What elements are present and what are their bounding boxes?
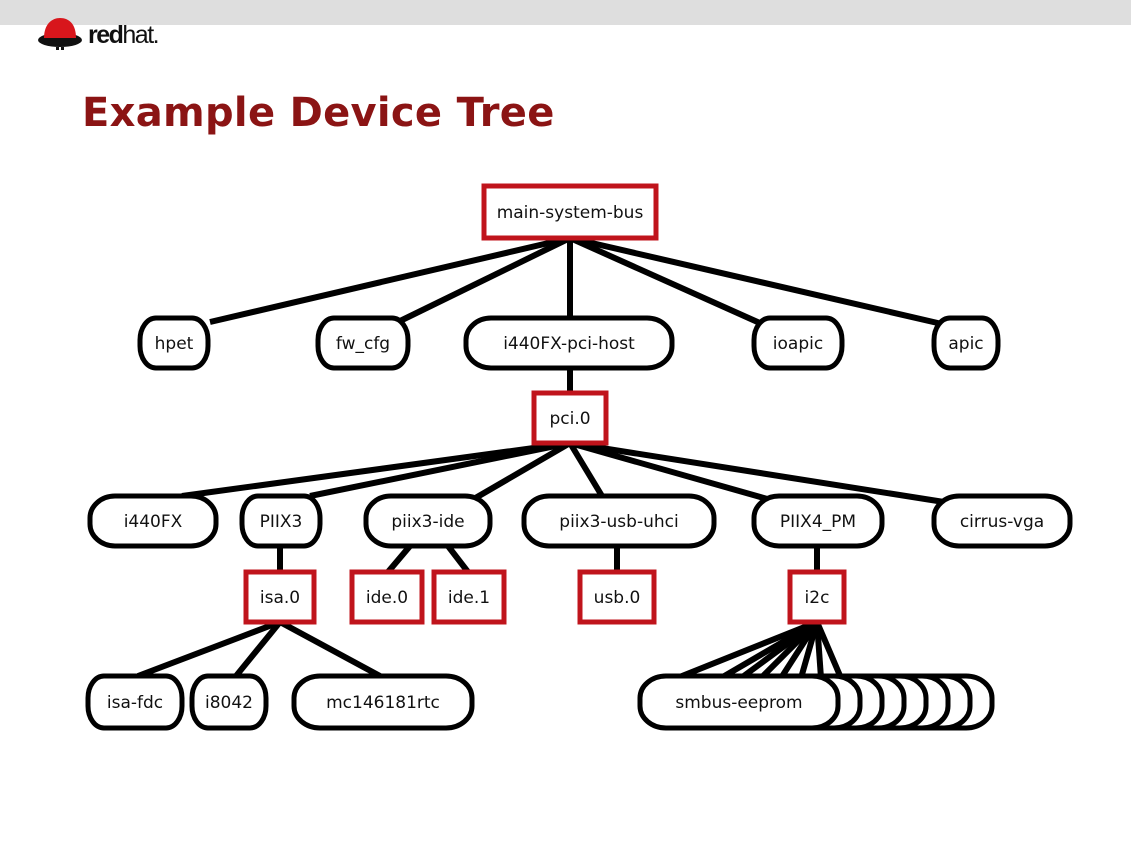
node-label: fw_cfg [336, 334, 390, 354]
edge-pci-0-to-PIIX4-PM [569, 440, 779, 505]
node-isa-0: isa.0 [243, 569, 317, 625]
node-i440fx-pci-host: i440FX-pci-host [463, 315, 675, 371]
node-label: mc146181rtc [326, 693, 440, 713]
node-usb-0: usb.0 [577, 569, 657, 625]
edge-pci-0-to-i440FX [181, 440, 571, 499]
logo-wordmark-regular: hat. [122, 20, 159, 49]
device-pill [931, 315, 1001, 371]
bus-box [431, 569, 507, 625]
edge-main-system-bus-to-fw-cfg [396, 235, 572, 325]
node-fw-cfg: fw_cfg [315, 315, 411, 371]
edge-i2c-to-smbus-eeprom-7 [814, 621, 824, 679]
bus-box [481, 183, 659, 241]
device-pill [87, 493, 219, 549]
node-label: piix3-ide [391, 512, 464, 532]
edge-pci-0-to-piix3-ide [470, 440, 572, 503]
node-isa-fdc: isa-fdc [85, 673, 185, 731]
node-label: i440FX [124, 512, 183, 532]
node-label: ide.0 [366, 588, 408, 608]
device-pill [85, 673, 185, 731]
logo-wordmark: redhat. [88, 20, 160, 50]
node-hpet: hpet [137, 315, 211, 371]
nodes: main-system-bus hpet fw_cfg i440FX-pci-host… [85, 183, 1073, 731]
node-label: isa.0 [260, 588, 300, 608]
device-pill [239, 493, 323, 549]
node-main-system-bus: main-system-bus [481, 183, 659, 241]
node-label: ioapic [773, 334, 823, 354]
node-label: piix3-usb-uhci [559, 512, 678, 532]
node-ide-1: ide.1 [431, 569, 507, 625]
device-pill [751, 493, 885, 549]
node-i2c: i2c [787, 569, 847, 625]
device-pill [637, 673, 841, 731]
top-bar [0, 0, 1131, 25]
node-label: usb.0 [594, 588, 641, 608]
bus-box [531, 390, 609, 446]
edge-i2c-to-smbus-eeprom-1 [675, 619, 819, 681]
edge-main-system-bus-to-apic [569, 235, 943, 327]
slide-title: Example Device Tree [82, 90, 555, 136]
bus-box [577, 569, 657, 625]
redhat-logo: redhat. [36, 14, 160, 54]
node-label: i8042 [205, 693, 253, 713]
edge-isa-0-to-i8042 [233, 620, 283, 678]
node-piix3-ide: piix3-ide [363, 493, 493, 549]
bus-box [243, 569, 317, 625]
edges [136, 235, 945, 681]
edge-pci-0-to-piix3-usb-uhci [567, 441, 605, 498]
node-label: i2c [805, 588, 830, 608]
bus-box [787, 569, 847, 625]
node-label: pci.0 [549, 409, 590, 429]
node-piix4-pm: PIIX4_PM [751, 493, 885, 549]
node-smbus-eeprom: smbus-eeprom [637, 673, 841, 731]
node-label: hpet [155, 334, 194, 354]
node-cirrus-vga: cirrus-vga [931, 493, 1073, 549]
edge-pci-0-to-PIIX3 [309, 440, 571, 499]
node-label: cirrus-vga [960, 512, 1044, 532]
edge-main-system-bus-to-ioapic [568, 235, 764, 327]
edge-i2c-to-smbus-eeprom-6 [798, 621, 820, 679]
node-piix3: PIIX3 [239, 493, 323, 549]
node-ide-0: ide.0 [349, 569, 425, 625]
node-label: PIIX4_PM [780, 512, 856, 532]
node-ioapic: ioapic [751, 315, 845, 371]
device-pill [137, 315, 211, 371]
node-label: i440FX-pci-host [503, 334, 635, 354]
edge-i2c-to-smbus-eeprom-5 [778, 620, 820, 680]
device-pill [189, 673, 269, 731]
device-pill [521, 493, 717, 549]
node-pci-0: pci.0 [531, 390, 609, 446]
edge-piix3-ide-to-ide-1 [445, 544, 471, 574]
node-label: smbus-eeprom [675, 693, 802, 713]
shadowman-hat-icon [38, 18, 82, 50]
device-pill [751, 315, 845, 371]
node-apic: apic [931, 315, 1001, 371]
node-label: main-system-bus [497, 203, 644, 223]
edge-pci-0-to-cirrus-vga [569, 440, 945, 505]
node-label: ide.1 [448, 588, 490, 608]
device-pill [931, 493, 1073, 549]
edge-main-system-bus-to-hpet [209, 235, 571, 325]
logo-wordmark-bold: red [88, 20, 124, 49]
node-label: isa-fdc [107, 693, 163, 713]
node-label: PIIX3 [260, 512, 303, 532]
device-pill [363, 493, 493, 549]
edge-piix3-ide-to-ide-0 [385, 544, 413, 574]
device-pill [315, 315, 411, 371]
node-mc146181rtc: mc146181rtc [291, 673, 475, 731]
node-i8042: i8042 [189, 673, 269, 731]
edge-i2c-to-smbus-eeprom-8 [814, 620, 844, 680]
device-pill [291, 673, 475, 731]
edge-isa-0-to-mc146181rtc [278, 619, 382, 679]
bus-box [349, 569, 425, 625]
node-piix3-usb-uhci: piix3-usb-uhci [521, 493, 717, 549]
node-i440fx: i440FX [87, 493, 219, 549]
device-pill [463, 315, 675, 371]
node-label: apic [948, 334, 983, 354]
edge-isa-0-to-isa-fdc [136, 619, 282, 679]
